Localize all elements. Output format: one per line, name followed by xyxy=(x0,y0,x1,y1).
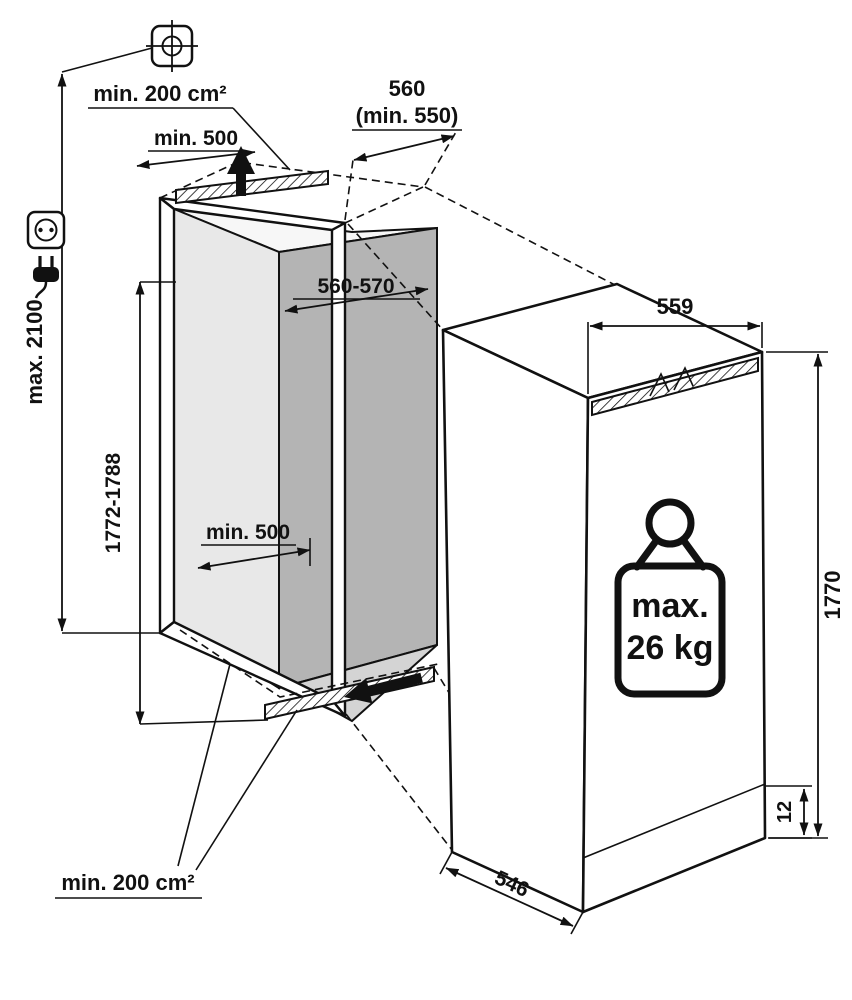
top-depth-label: 560 xyxy=(389,76,426,101)
niche-drawing xyxy=(158,196,438,723)
ceiling-height-label: max. 2100 xyxy=(22,299,47,404)
room-references: max. 2100 xyxy=(22,20,198,634)
top-vent-strip xyxy=(175,169,329,205)
drill-position-marker-icon xyxy=(146,20,198,72)
hidden-top-face-edge-right xyxy=(344,186,424,224)
weight-label-line2: 26 kg xyxy=(627,629,714,667)
bottom-vent-area-label: min. 200 cm² xyxy=(61,870,194,895)
niche-dimensions: min. 200 cm² min. 500 560 (min. 550) 560… xyxy=(88,76,462,725)
handle-notch-2 xyxy=(673,366,694,391)
appliance-dimensions: 559 1770 12 546 xyxy=(439,294,845,935)
top-clearance-label: min. 500 xyxy=(154,127,238,150)
power-plug-icon xyxy=(33,256,59,299)
top-vent-area-label: min. 200 cm² xyxy=(93,81,226,106)
marker-leader xyxy=(61,47,153,73)
bottom-gap-label: 12 xyxy=(774,801,796,823)
interior-depth-dim xyxy=(197,547,311,571)
depth-ext-right xyxy=(570,911,584,935)
airflow-up-arrow-icon xyxy=(227,146,255,196)
niche-height-tick-bottom xyxy=(139,719,269,725)
max-weight-icon: max. 26 kg xyxy=(614,498,726,698)
door-bottom-edge xyxy=(582,783,766,859)
appliance-front-face xyxy=(581,350,767,914)
niche-height-label: 1772-1788 xyxy=(102,452,125,553)
weight-body xyxy=(614,562,726,698)
handle-notch-1 xyxy=(649,372,670,397)
bottom-vent-leader-2 xyxy=(195,709,298,871)
appliance-left-face xyxy=(441,328,590,914)
weight-knob xyxy=(645,498,695,548)
hidden-base-edge xyxy=(179,629,439,698)
bottom-vent-callout: min. 200 cm² xyxy=(55,663,298,899)
projection-top-back xyxy=(424,186,616,286)
top-depth-label-2: (min. 550) xyxy=(356,103,459,128)
depth-ext-left xyxy=(439,851,453,875)
ventilation xyxy=(175,146,435,721)
top-depth-dim xyxy=(353,134,455,162)
extension-560-left xyxy=(344,159,354,221)
niche-width-dim xyxy=(284,286,429,314)
appliance-height-label: 1770 xyxy=(820,571,845,620)
top-clearance-dim xyxy=(136,149,256,169)
appliance-drawing: max. 26 kg xyxy=(441,282,767,914)
power-socket-icon xyxy=(26,210,66,250)
projection-bottom-front xyxy=(345,713,453,851)
airflow-in-arrow-icon xyxy=(344,672,423,704)
interior-depth-label: min. 500 xyxy=(206,521,290,544)
appliance-width-label: 559 xyxy=(657,294,694,319)
top-vent-leader xyxy=(232,107,291,171)
niche-frame-left xyxy=(158,196,176,635)
niche-width-label: 560-570 xyxy=(317,275,394,298)
bottom-vent-leader-1 xyxy=(177,663,231,867)
niche-left-wall xyxy=(173,207,280,690)
appliance-depth-dim xyxy=(445,867,574,927)
weight-label-line1: max. xyxy=(631,587,709,625)
